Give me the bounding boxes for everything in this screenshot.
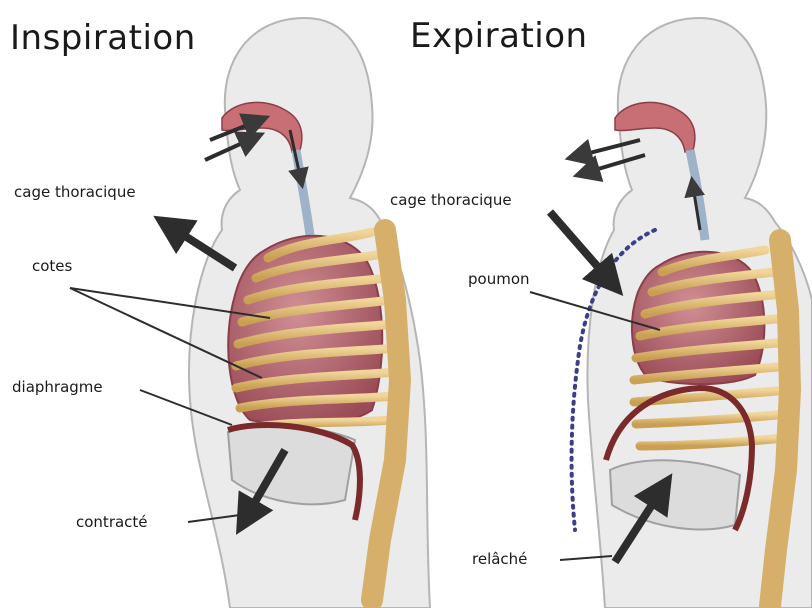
expiration-figure (530, 18, 812, 608)
label-cage-thoracique-expiration: cage thoracique (390, 191, 512, 209)
label-contracte: contracté (76, 513, 148, 531)
label-cotes: cotes (32, 257, 72, 275)
expiration-title: Expiration (410, 16, 588, 56)
label-relache: relâché (472, 550, 527, 568)
label-poumon: poumon (468, 270, 530, 288)
label-cage-thoracique-inspiration: cage thoracique (14, 183, 136, 201)
label-diaphragme: diaphragme (12, 378, 103, 396)
inspiration-title: Inspiration (10, 18, 196, 58)
